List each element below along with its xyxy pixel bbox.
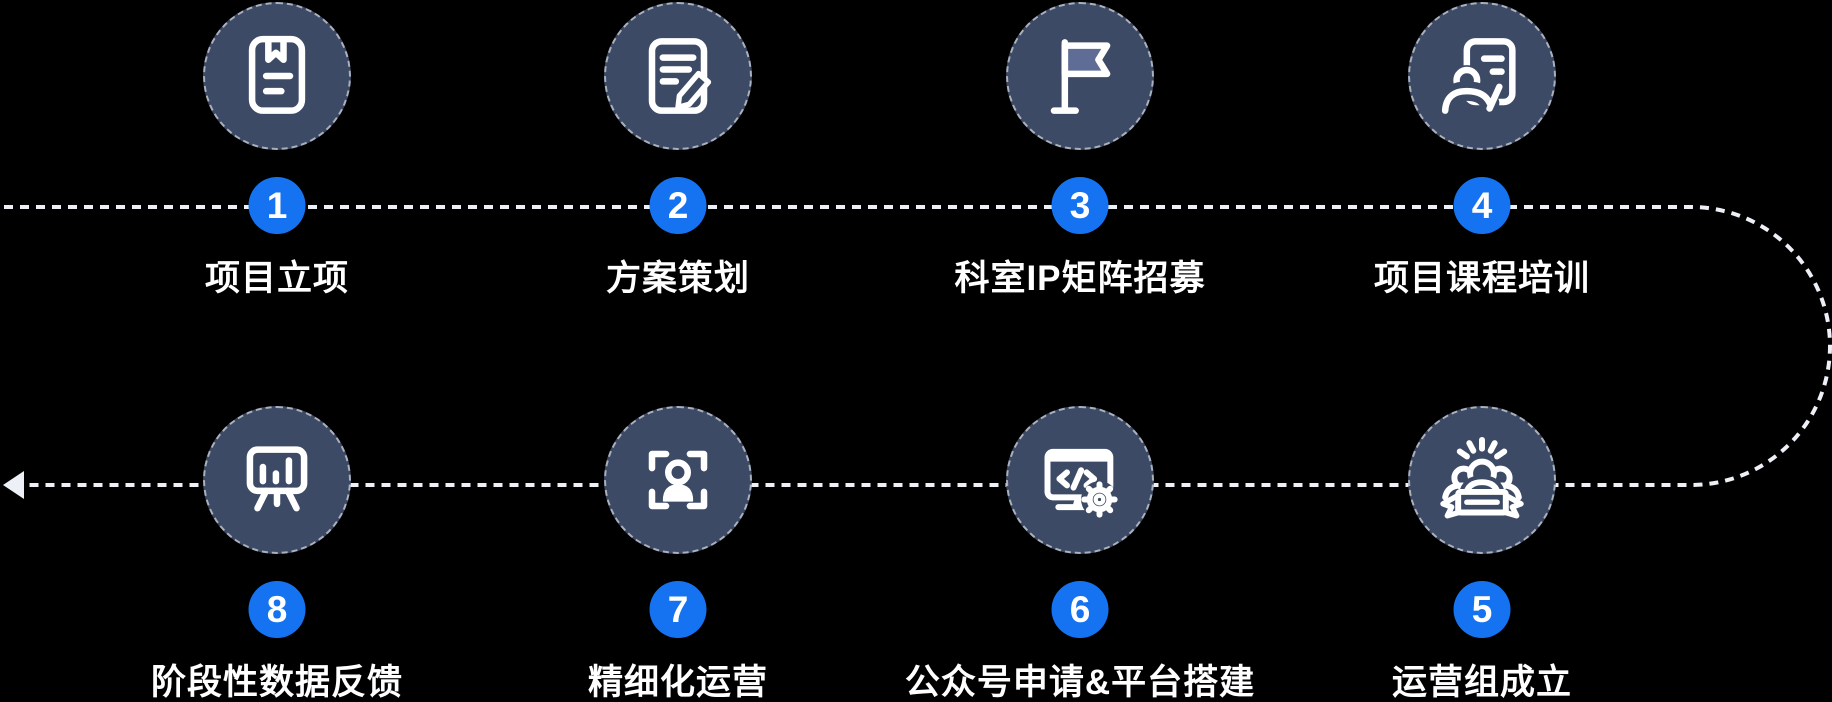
step-7: 7 精细化运营 [588, 406, 767, 702]
step-7-circle [604, 406, 752, 554]
easel-chart-icon [246, 446, 308, 512]
step-1: 1 项目立项 [203, 2, 351, 298]
step-8-circle [203, 406, 351, 554]
step-7-label: 精细化运营 [587, 663, 769, 702]
flag-icon [1050, 39, 1111, 114]
trainer-board-icon [1435, 38, 1516, 121]
notebook-icon [248, 35, 306, 114]
step-1-number-badge: 1 [248, 177, 306, 234]
step-7-number-badge: 7 [649, 581, 707, 638]
step-2-circle [604, 2, 752, 150]
team-celebration-icon [1440, 436, 1524, 519]
step-5: 5 运营组成立 [1392, 406, 1571, 702]
step-3-circle [1006, 2, 1154, 150]
step-5-label: 运营组成立 [1391, 663, 1573, 702]
step-3: 3 科室IP矩阵招募 [954, 2, 1205, 298]
step-1-circle [203, 2, 351, 150]
step-4: 4 项目课程培训 [1374, 2, 1589, 298]
step-5-circle [1408, 406, 1556, 554]
step-6-number-badge: 6 [1051, 581, 1109, 638]
step-2: 2 方案策划 [604, 2, 752, 298]
left-arrowhead-icon [3, 471, 24, 499]
step-8-label: 阶段性数据反馈 [150, 663, 404, 702]
step-3-number-badge: 3 [1051, 177, 1109, 234]
step-2-number-badge: 2 [649, 177, 707, 234]
code-platform-icon [1044, 448, 1118, 518]
step-5-number-badge: 5 [1453, 581, 1511, 638]
document-pencil-icon [648, 38, 712, 114]
step-1-label: 项目立项 [204, 259, 350, 298]
step-2-label: 方案策划 [605, 259, 751, 298]
step-6-label: 公众号申请&平台搭建 [904, 663, 1256, 702]
step-4-number-badge: 4 [1453, 177, 1511, 234]
focus-person-icon [648, 450, 708, 510]
step-4-label: 项目课程培训 [1373, 259, 1591, 298]
step-6: 6 公众号申请&平台搭建 [905, 406, 1254, 702]
step-8-number-badge: 8 [248, 581, 306, 638]
step-3-label: 科室IP矩阵招募 [954, 259, 1206, 298]
step-4-circle [1408, 2, 1556, 150]
step-6-circle [1006, 406, 1154, 554]
step-8: 8 阶段性数据反馈 [151, 406, 402, 702]
